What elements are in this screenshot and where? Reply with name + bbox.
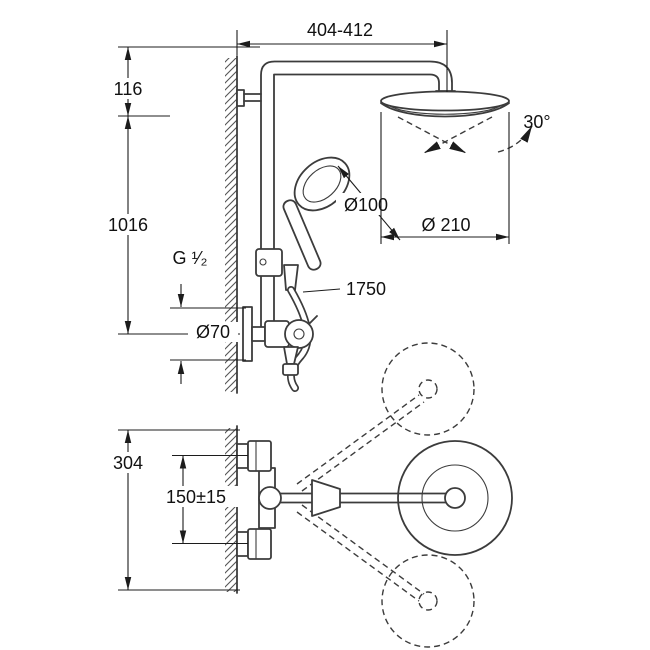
label-head-tilt-angle: 30° — [523, 112, 550, 132]
mixer-plan — [236, 440, 282, 560]
lower-dimensions: 304 150±15 — [104, 429, 248, 591]
mixer-hub — [258, 486, 282, 510]
head-shower-swivel-position-up — [381, 342, 475, 436]
wall-bracket — [236, 89, 262, 107]
label-head-shower-diameter: Ø 210 — [421, 215, 470, 235]
dim-hose-length: 1750 — [302, 279, 386, 299]
label-hand-shower-diameter: Ø100 — [344, 195, 388, 215]
wall-hatching-bottom — [225, 428, 237, 592]
upper-valve-knob — [247, 440, 272, 472]
dim-head-shower-diameter: Ø 210 — [380, 112, 510, 244]
arm-escutcheon-cone — [311, 479, 341, 517]
shower-column-and-arm — [260, 60, 453, 335]
label-column-height: 1016 — [108, 215, 148, 235]
label-escutcheon-diameter: Ø70 — [196, 322, 230, 342]
dim-wall-to-head-drop: 116 — [105, 46, 260, 117]
hose-nut — [282, 363, 299, 376]
thermostat-mixer — [242, 306, 318, 376]
dim-arm-reach: 404-412 — [236, 20, 448, 92]
head-shower-swivel-position-down — [381, 554, 475, 648]
hand-shower-holder — [255, 248, 283, 277]
dim-escutcheon-diameter: Ø70 — [170, 284, 246, 384]
upper-elevation-view — [225, 55, 533, 394]
label-arm-reach: 404-412 — [307, 20, 373, 40]
mixer-supply-stub — [251, 326, 266, 342]
hand-shower-handle — [282, 199, 322, 271]
head-tilt-indication — [397, 116, 533, 154]
shower-hose — [286, 286, 312, 392]
label-plan-height: 304 — [113, 453, 143, 473]
label-hose-length: 1750 — [346, 279, 386, 299]
hand-shower — [282, 156, 351, 291]
dim-plan-height: 304 — [104, 429, 240, 591]
swivel-range-dashed — [296, 342, 475, 648]
arm-pivot-center — [444, 487, 466, 509]
label-connection-spacing: 150±15 — [166, 487, 226, 507]
upper-dimensions: 404-412 116 1016 G ¹⁄₂ Ø70 — [102, 20, 551, 384]
mixer-knob — [284, 319, 314, 349]
shower-arm-plan — [273, 492, 451, 504]
mixer-escutcheon — [242, 306, 253, 362]
lower-plan-view — [225, 342, 513, 648]
dim-column-height: 1016 — [102, 115, 240, 335]
head-shower — [380, 90, 510, 118]
lower-valve-knob — [247, 528, 272, 560]
label-thread-size: G ¹⁄₂ — [173, 248, 208, 268]
label-wall-to-head-drop: 116 — [114, 79, 143, 99]
dim-connection-spacing: 150±15 — [153, 454, 248, 545]
